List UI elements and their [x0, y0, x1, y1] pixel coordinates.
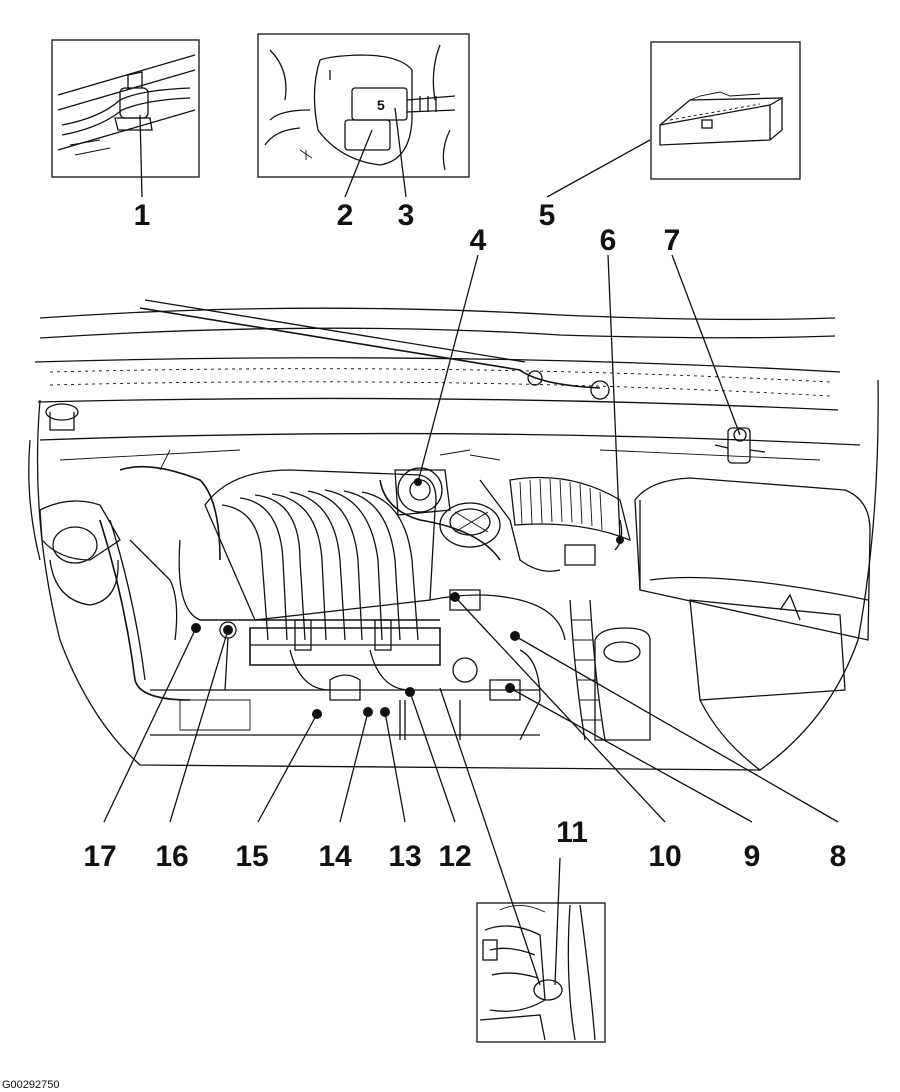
callout-10: 10 — [648, 840, 681, 873]
callout-16: 16 — [155, 840, 188, 873]
figure-id: G00292750 — [2, 1079, 60, 1091]
callout-9: 9 — [744, 840, 761, 873]
callout-5: 5 — [539, 199, 556, 232]
callout-labels: 1 2 3 4 5 6 7 8 9 10 11 12 13 14 15 16 1… — [83, 199, 846, 873]
inset-box-11 — [476, 902, 606, 1043]
inset-box-2-3: 5 — [257, 33, 470, 178]
callout-6: 6 — [600, 224, 617, 257]
callout-1: 1 — [134, 199, 151, 232]
callout-4: 4 — [470, 224, 487, 257]
inset-box-5 — [650, 41, 801, 180]
callout-2: 2 — [337, 199, 354, 232]
callout-7: 7 — [664, 224, 681, 257]
callout-points — [191, 478, 624, 719]
callout-14: 14 — [318, 840, 352, 873]
callout-8: 8 — [830, 840, 847, 873]
engine-bay-illustration — [28, 299, 879, 771]
callout-17: 17 — [83, 840, 116, 873]
leader-lines — [103, 107, 839, 986]
inset-relay-marking: 5 — [377, 97, 385, 113]
callout-15: 15 — [235, 840, 268, 873]
callout-12: 12 — [438, 840, 471, 873]
callout-11: 11 — [556, 816, 588, 849]
callout-3: 3 — [398, 199, 415, 232]
callout-13: 13 — [388, 840, 421, 873]
inset-box-1 — [51, 39, 200, 178]
